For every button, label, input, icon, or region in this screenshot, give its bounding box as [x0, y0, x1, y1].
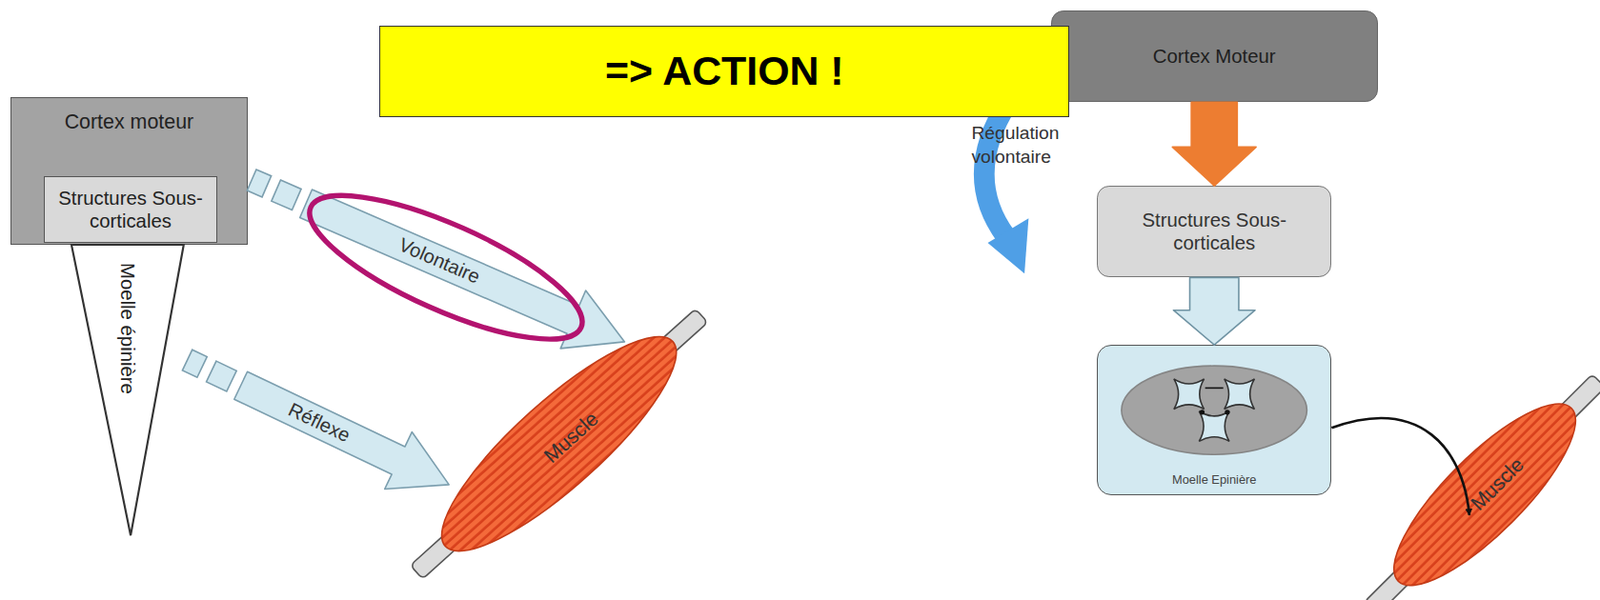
arrow-dash: [246, 169, 271, 198]
node-label: Cortex Moteur: [1153, 44, 1276, 68]
arrow-dash: [206, 361, 238, 392]
node-label: Moelle Epinière: [1097, 472, 1331, 487]
arrow-label: Réflexe: [284, 399, 354, 447]
text-wrap: Moelle Epinière: [1097, 472, 1331, 487]
regulation-arrow-head: [988, 218, 1030, 274]
text-wrap: => ACTION !: [380, 26, 1069, 117]
block-arrow: [182, 349, 449, 489]
node-label: Structures Sous-corticales: [44, 186, 217, 234]
text-wrap: Structures Sous-corticales: [1097, 186, 1331, 277]
highlight-ellipse: [293, 167, 599, 366]
block-arrow: [1172, 101, 1256, 186]
spinal-cord-box: Moelle Epinière: [1096, 344, 1332, 496]
annotation-text: Régulation volontaire: [971, 121, 1054, 168]
arrow-body: [234, 371, 449, 489]
arrow-dash: [271, 180, 302, 210]
node-label: => ACTION !: [605, 46, 845, 96]
cortex-box: Cortex moteurStructures Sous-corticales: [10, 97, 248, 245]
text-wrap: Cortex moteur: [11, 110, 247, 136]
text-wrap: Cortex Moteur: [1052, 11, 1378, 102]
muscle-shape-node: Muscle: [448, 342, 714, 557]
regulation-arrow: [984, 101, 1009, 237]
subcortical-box: Structures Sous-corticales: [1096, 185, 1332, 278]
arrow-label: Volontaire: [395, 234, 484, 289]
arrow-body: [300, 189, 626, 349]
arrow-body: [1172, 101, 1256, 186]
node-label: Moelle épinière: [116, 263, 140, 395]
cortex-box: Cortex Moteur: [1051, 10, 1378, 102]
arrow-dash: [182, 349, 207, 378]
subcortical-box: Structures Sous-corticales: [43, 176, 218, 244]
text-wrap: Structures Sous-corticales: [44, 177, 217, 243]
node-label: Structures Sous-corticales: [1128, 208, 1300, 256]
text-wrap: Moelle épinière: [71, 263, 184, 395]
spinal-cord-triangle: Moelle épinière: [71, 244, 184, 536]
arrow-body: [1173, 277, 1256, 345]
curved-arrow: [1331, 418, 1470, 516]
block-arrow: [246, 169, 625, 349]
muscle-shape-node: Muscle: [1469, 403, 1600, 600]
node-label: Cortex moteur: [11, 110, 247, 136]
action-banner: => ACTION !: [379, 25, 1070, 118]
curved-line: [1331, 418, 1470, 516]
muscle-shape: [448, 342, 714, 557]
block-arrow: [1173, 277, 1256, 345]
